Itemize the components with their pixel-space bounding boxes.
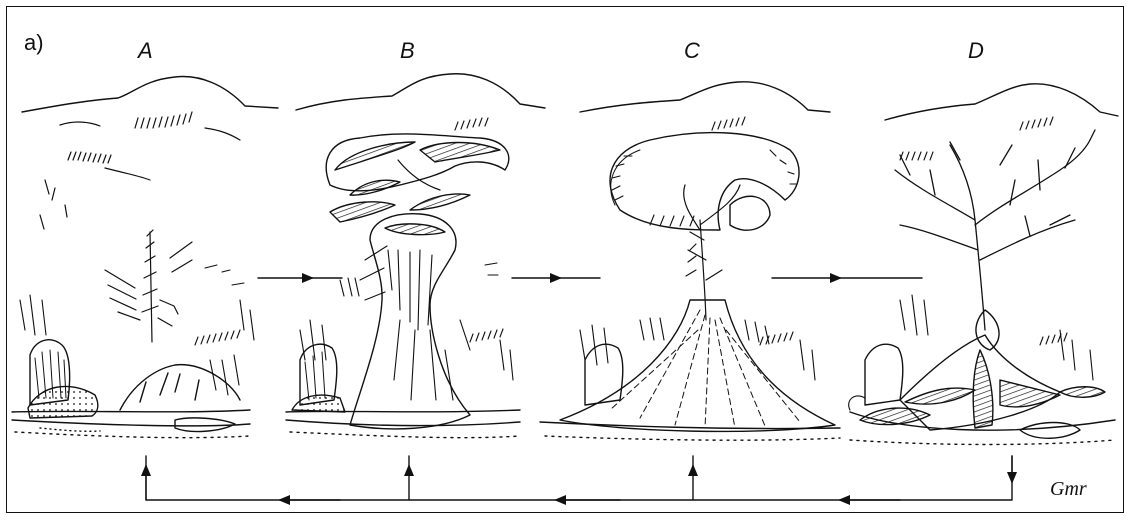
scar-c <box>610 133 799 230</box>
stage-c-sketch <box>540 82 840 440</box>
stage-d-sketch <box>849 84 1118 445</box>
skyline-a <box>22 77 278 112</box>
author-signature: Gmr <box>1050 478 1087 501</box>
ground-c <box>540 422 840 429</box>
skyline-b <box>296 74 545 110</box>
debris-fan-c <box>560 300 835 431</box>
stage-a-sketch <box>12 77 278 438</box>
skyline-d <box>885 84 1118 120</box>
drainage-d <box>950 145 985 330</box>
skyline-c <box>580 82 830 112</box>
stage-b-sketch <box>286 74 545 438</box>
transition-arrows <box>146 278 1012 500</box>
return-loop <box>146 456 1012 500</box>
